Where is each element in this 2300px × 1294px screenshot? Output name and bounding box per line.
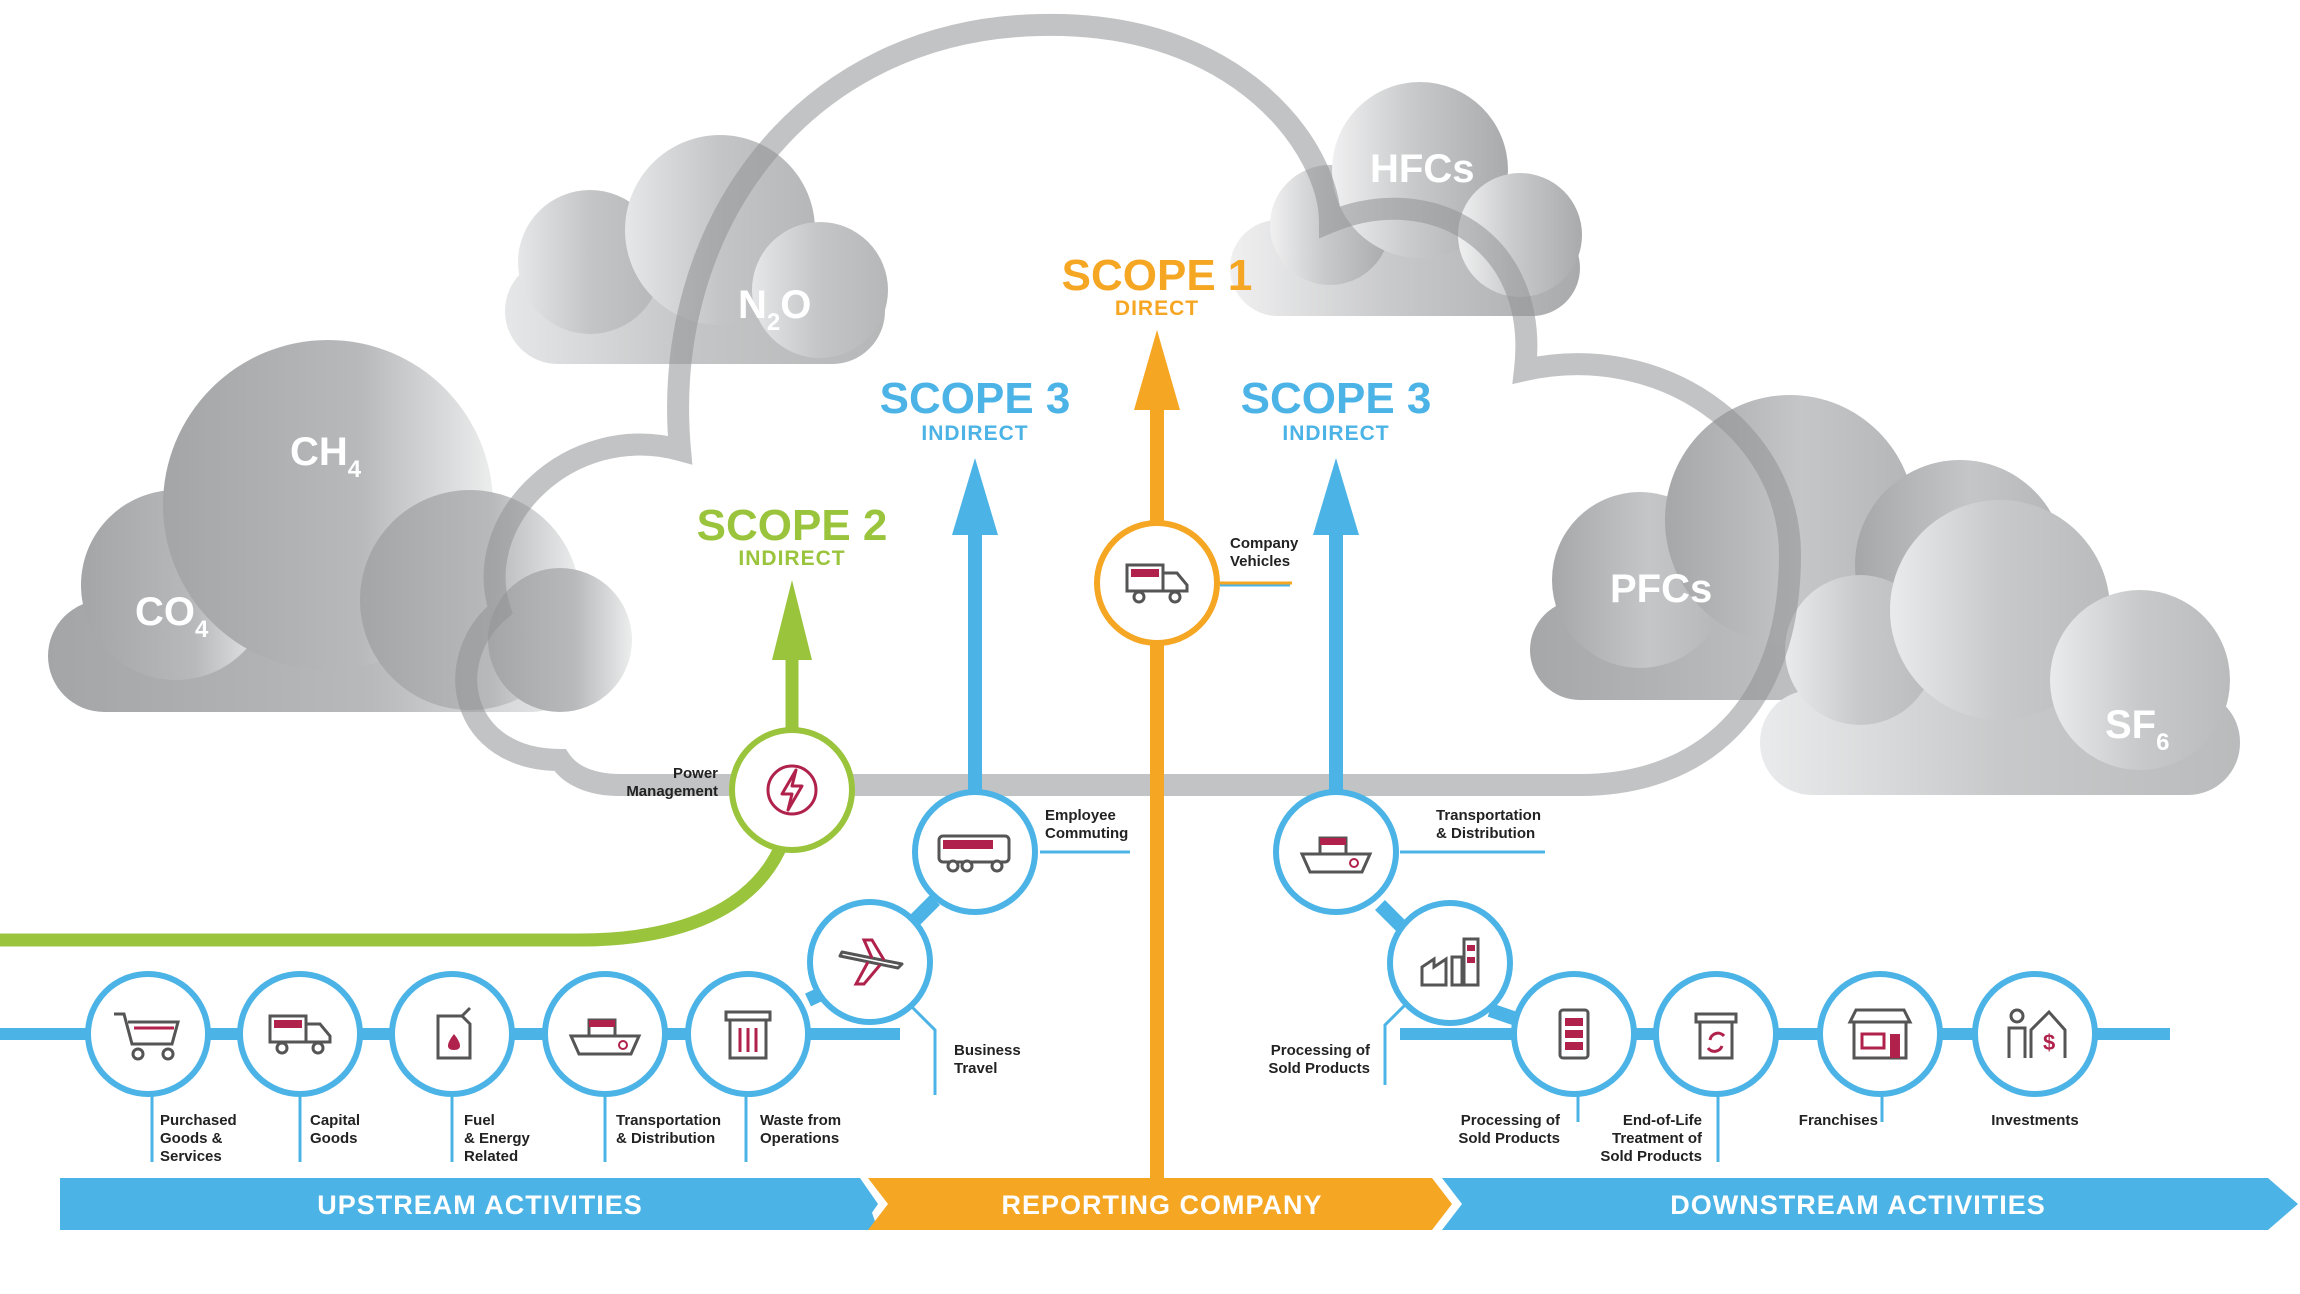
truck-icon [268, 1014, 332, 1055]
node-ring [1273, 789, 1399, 915]
node-ring [85, 971, 211, 1097]
trash-icon [724, 1010, 772, 1060]
cart-icon [114, 1012, 180, 1061]
scope3-left-title: SCOPE 3 INDIRECT [880, 374, 1071, 445]
svg-text:SCOPE 3: SCOPE 3 [1241, 374, 1432, 423]
bus-icon [937, 834, 1011, 873]
storefront-icon [1847, 1008, 1913, 1060]
svg-text:INDIRECT: INDIRECT [921, 422, 1028, 445]
lightning-icon [766, 764, 818, 816]
node-ring [237, 971, 363, 1097]
ship-icon [1299, 836, 1373, 874]
scope3-right-title: SCOPE 3 INDIRECT [1241, 374, 1432, 445]
downstream-segment [1442, 1178, 2298, 1230]
node-franchises: Franchises [1799, 971, 1943, 1129]
node-ring [1094, 520, 1220, 646]
factory-icon [1420, 937, 1480, 987]
node-ring [389, 971, 515, 1097]
svg-text:PFCs: PFCs [1610, 567, 1712, 611]
upstream-label: UPSTREAM ACTIVITIES [317, 1190, 643, 1220]
node-transport-up: Transportation& Distribution [542, 971, 721, 1147]
downstream-label: DOWNSTREAM ACTIVITIES [1670, 1190, 2046, 1220]
investor-icon: $ [2007, 1008, 2067, 1058]
svg-text:DIRECT: DIRECT [1115, 297, 1199, 320]
cloud-left [48, 340, 632, 712]
fuel-can-icon [436, 1006, 472, 1060]
cloud-sf6 [1760, 500, 2240, 795]
node-ring [912, 789, 1038, 915]
activity-bar: UPSTREAM ACTIVITIES REPORTING COMPANY DO… [60, 1178, 2298, 1230]
node-ring [1387, 900, 1513, 1026]
scope1-arrowhead [1134, 330, 1180, 410]
svg-text:SCOPE 1: SCOPE 1 [1062, 251, 1253, 300]
node-ring [542, 971, 668, 1097]
scope3-right-arrowhead [1313, 458, 1359, 535]
gas-n2o: N2O [738, 283, 811, 336]
cloud-outline [455, 13, 1802, 796]
reporting-segment [868, 1178, 1452, 1230]
truck-icon [1125, 563, 1189, 604]
battery-icon [1558, 1008, 1590, 1060]
cloud-n2o [505, 135, 888, 364]
node-label: Franchises [1799, 1112, 1878, 1129]
node-label: Transportation& Distribution [1436, 807, 1541, 842]
svg-text:SCOPE 2: SCOPE 2 [697, 501, 888, 550]
svg-text:INDIRECT: INDIRECT [1282, 422, 1389, 445]
airplane-icon [838, 938, 904, 986]
svg-text:CO4: CO4 [135, 590, 209, 643]
gas-sf6: SF6 [2105, 703, 2169, 756]
svg-text:INDIRECT: INDIRECT [738, 547, 845, 570]
svg-text:HFCs: HFCs [1370, 147, 1474, 191]
node-transport-down: Transportation& Distribution [1273, 789, 1541, 915]
node-label: Transportation& Distribution [616, 1112, 721, 1147]
scope1-title: SCOPE 1 DIRECT [1062, 251, 1253, 320]
node-ring [1972, 971, 2098, 1097]
ship-icon [568, 1018, 642, 1056]
svg-text:SF6: SF6 [2105, 703, 2169, 756]
svg-text:SCOPE 3: SCOPE 3 [880, 374, 1071, 423]
gas-pfcs: PFCs [1610, 567, 1712, 611]
gas-ch4: CH4 [290, 430, 362, 483]
scope2-arrowhead [772, 580, 812, 660]
recycle-bin-icon [1694, 1012, 1738, 1060]
svg-text:CH4: CH4 [290, 430, 362, 483]
svg-text:N2O: N2O [738, 283, 811, 336]
node-ring [729, 727, 855, 853]
gas-hfcs: HFCs [1370, 147, 1474, 191]
node-label: Investments [1991, 1112, 2079, 1129]
svg-text:$: $ [2043, 1030, 2055, 1055]
reporting-label: REPORTING COMPANY [1001, 1190, 1322, 1220]
node-investments: $ Investments [1972, 971, 2098, 1129]
scope3-left-arrowhead [952, 458, 998, 535]
gas-co4: CO4 [135, 590, 209, 643]
scope2-title: SCOPE 2 INDIRECT [697, 501, 888, 570]
